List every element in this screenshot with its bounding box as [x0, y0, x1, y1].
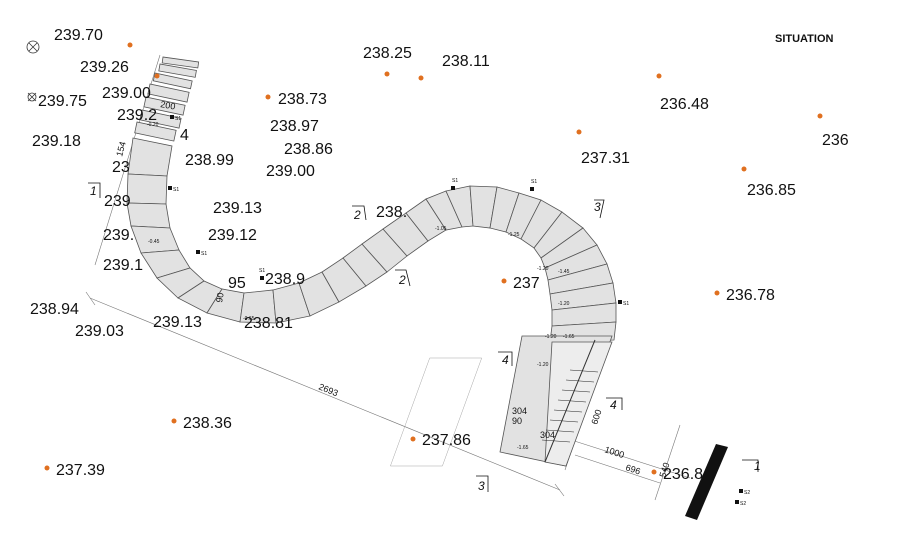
svg-text:S1: S1 — [259, 268, 265, 274]
survey-markers: S1 S1 S1 S1 S1 S1 S1 S2 S2 — [168, 115, 750, 507]
stair-label-9: -1.20 — [545, 334, 557, 340]
section-mark-1a: 1 — [90, 184, 97, 198]
section-mark-4b: 4 — [610, 398, 617, 412]
spot-height: 238.99 — [185, 152, 234, 169]
drawing-title: SITUATION — [775, 33, 834, 45]
spot-height: 239.00 — [102, 85, 151, 102]
spot-heights: 239.70 239.26 239.75 239.00 239.18 238.7… — [30, 27, 849, 483]
bench-block — [685, 444, 728, 520]
svg-text:S1: S1 — [623, 301, 629, 307]
stair-label-12: -1.65 — [517, 445, 529, 451]
section-mark-3b: 3 — [478, 479, 485, 493]
spot-height: 238.81 — [244, 315, 293, 332]
stair-label-5: -1.05 — [435, 226, 447, 232]
spot-height: 239.70 — [54, 27, 103, 44]
dim-label-200a: 90 — [214, 292, 226, 304]
dim-label-696: 696 — [624, 462, 641, 476]
stair-label-1: -0.45 — [148, 239, 160, 245]
svg-text:S1: S1 — [452, 178, 458, 184]
dimension-1000-696: 1000 696 600 540 — [564, 364, 691, 501]
section-mark-2a: 2 — [353, 208, 361, 222]
section-mark-1b: 1 — [754, 459, 761, 473]
dim-label-90a: 304 — [512, 406, 527, 416]
stair-label-3: -0.20 — [147, 122, 159, 128]
dim-label-540: 540 — [657, 461, 671, 478]
dim-label-2693: 2693 — [317, 382, 339, 399]
stair-label-4: -1.25 — [508, 232, 520, 238]
spot-height: 239.2 — [117, 107, 157, 124]
spot-height: 237.31 — [581, 150, 630, 167]
spot-height: 236 — [822, 132, 849, 149]
spot-height: 238.86 — [284, 141, 333, 158]
spot-height: 239.00 — [266, 163, 315, 180]
stair-label-10: -1.65 — [563, 334, 575, 340]
spot-height: 238.11 — [442, 53, 490, 70]
svg-text:S1: S1 — [531, 179, 537, 185]
stair-flight-curved — [126, 137, 617, 343]
spot-height: 239. — [103, 227, 134, 244]
spot-height: 237.39 — [56, 462, 105, 479]
section-mark-4a: 4 — [502, 353, 509, 367]
spot-height: 238. — [376, 204, 407, 221]
svg-text:S2: S2 — [740, 501, 746, 507]
stair-label-7: -1.45 — [558, 269, 570, 275]
spot-height: 238.73 — [278, 91, 327, 108]
dim-label-200b: 200 — [160, 99, 177, 111]
dim-label-90b: 90 — [512, 416, 522, 426]
section-marks — [88, 182, 759, 492]
stair-landing-lower: 304 90 304 — [390, 335, 613, 467]
svg-text:S2: S2 — [744, 490, 750, 496]
spot-height: 238.94 — [30, 301, 79, 318]
spot-height: 237 — [513, 275, 540, 292]
survey-dots — [44, 42, 823, 475]
svg-text:S1: S1 — [175, 116, 181, 122]
spot-height: 239.03 — [75, 323, 124, 340]
spot-height: 238.97 — [270, 118, 319, 135]
spot-height: 23 — [112, 159, 130, 176]
spot-height: 236.48 — [660, 96, 709, 113]
spot-height: 239.75 — [38, 93, 87, 110]
tree-symbols — [26, 40, 40, 102]
spot-height: 236.78 — [726, 287, 775, 304]
spot-height: 237.86 — [422, 432, 471, 449]
dim-label-304: 304 — [540, 430, 555, 440]
stair-label-6: -1.20 — [537, 266, 549, 272]
spot-height: 95 — [228, 275, 246, 292]
svg-text:S1: S1 — [173, 187, 179, 193]
spot-height: 4 — [180, 127, 189, 144]
spot-height: 238.9 — [265, 271, 305, 288]
spot-height: 236.85 — [747, 182, 796, 199]
dim-label-1000: 1000 — [603, 444, 625, 460]
spot-height: 236.8 — [663, 466, 703, 483]
section-mark-3a: 3 — [594, 200, 601, 214]
spot-height: 238.25 — [363, 45, 412, 62]
spot-height: 239 — [104, 193, 131, 210]
dim-label-600: 600 — [589, 408, 603, 425]
stair-label-8: -1.20 — [558, 301, 570, 307]
spot-height: 238.36 — [183, 415, 232, 432]
spot-height: 239.1 — [103, 257, 143, 274]
svg-text:S1: S1 — [201, 251, 207, 257]
dim-label-154: 154 — [114, 140, 128, 157]
spot-height: 239.12 — [208, 227, 257, 244]
stair-label-11: -1.20 — [537, 362, 549, 368]
spot-height: 239.26 — [80, 59, 129, 76]
stair-flight-upper — [134, 56, 200, 142]
spot-height: 239.13 — [213, 200, 262, 217]
spot-height: 239.13 — [153, 314, 202, 331]
stair-label-2: -0.65 — [243, 316, 255, 322]
spot-height: 239.18 — [32, 133, 81, 150]
section-mark-2b: 2 — [398, 273, 406, 287]
